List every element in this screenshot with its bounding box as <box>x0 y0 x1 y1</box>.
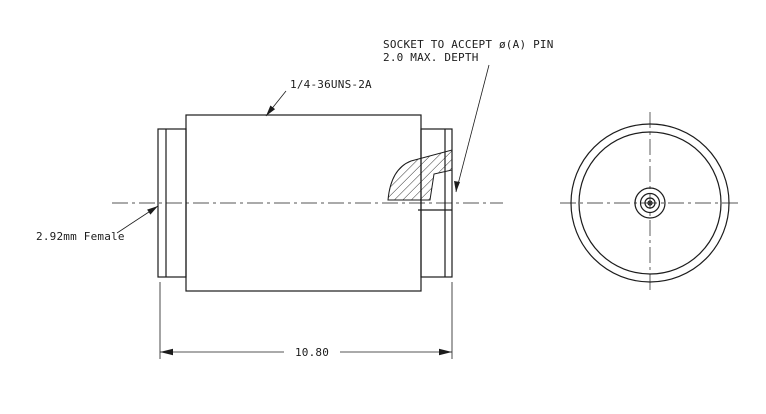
end-view <box>560 112 740 294</box>
overall-length-dimension: 10.80 <box>159 282 453 359</box>
socket-note-line1: SOCKET TO ACCEPT ø(A) PIN <box>383 38 554 51</box>
thread-leader-arrow <box>266 105 276 116</box>
overall-length-value: 10.80 <box>295 346 329 359</box>
socket-leader-line <box>455 64 490 193</box>
socket-section-hatch <box>387 149 453 201</box>
dimension-arrow-right <box>439 348 452 356</box>
dimension-arrow-left <box>160 348 173 356</box>
side-view: 10.80 <box>112 114 503 359</box>
annotations: 1/4-36UNS-2A SOCKET TO ACCEPT ø(A) PIN 2… <box>36 38 554 243</box>
connector-rear-section <box>420 128 453 278</box>
socket-note-line2: 2.0 MAX. DEPTH <box>383 51 479 64</box>
connector-label-text: 2.92mm Female <box>36 230 125 243</box>
connector-leader-arrow <box>147 206 158 215</box>
socket-leader-arrow <box>454 181 460 192</box>
thread-callout-text: 1/4-36UNS-2A <box>290 78 372 91</box>
